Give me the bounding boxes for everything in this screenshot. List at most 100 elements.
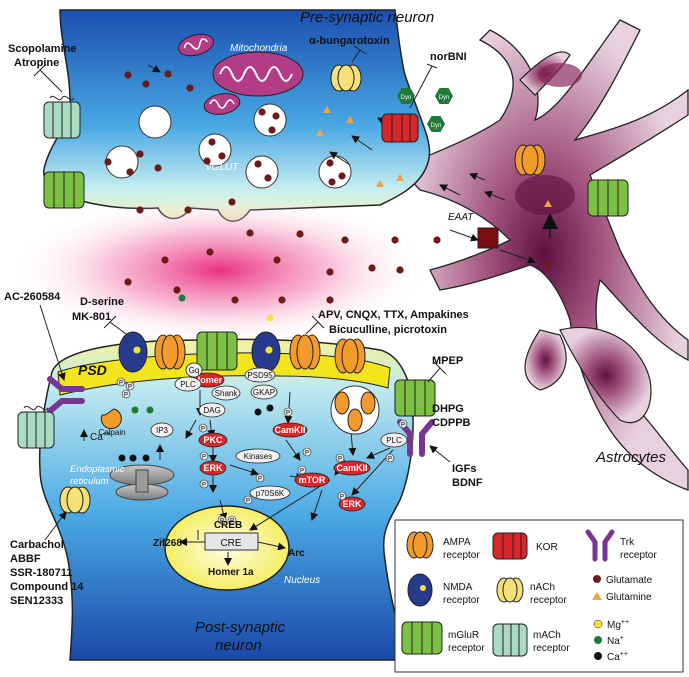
signal-camkii: CamKII (272, 422, 308, 438)
legend-mglur-label: mGluR (448, 630, 479, 641)
legend-ampa-label: AMPA (443, 537, 471, 548)
svg-text:CamKII: CamKII (336, 463, 367, 473)
legend-mglur-icon (401, 621, 443, 655)
glutamine-triangle (346, 116, 354, 123)
legend-nmda-label-2: receptor (443, 595, 480, 606)
glutamate-dot (391, 236, 399, 244)
mglur-receptor-right (394, 379, 436, 417)
nmda-receptor-left (118, 331, 148, 373)
glutamate-dot (161, 256, 169, 264)
mach-receptor-pre (43, 95, 81, 139)
ion-dot (266, 314, 274, 322)
phosphate-tag: P (385, 453, 395, 463)
ion-dot (142, 454, 150, 462)
legend-nmda-label: NMDA (443, 582, 473, 593)
eaat-transporter (477, 227, 499, 249)
dyn-label: Dyn (431, 123, 442, 129)
signal-erk: ERK (199, 460, 227, 476)
glutamate-dot (154, 164, 162, 172)
glutamate-dot (326, 268, 334, 276)
svg-text:DAG: DAG (203, 406, 220, 415)
svg-text:PLC: PLC (180, 380, 196, 389)
eaat-label: EAAT (448, 212, 474, 223)
ion-dot (178, 294, 186, 302)
dyn-peptide: Dyn (427, 116, 445, 132)
phosphate-tag: P (125, 381, 135, 391)
phosphate-tag: P (283, 407, 293, 417)
ampa-endosome (330, 385, 380, 435)
drug-ssr180711: SSR-180711 (10, 567, 72, 579)
glutamate-dot (142, 80, 150, 88)
ion-dot (129, 454, 137, 462)
legend-glutamate-dot (593, 575, 601, 583)
glutamate-dot (136, 206, 144, 214)
glutamate-dot (396, 266, 404, 274)
ion-dot (146, 406, 154, 414)
ampa-receptor-post-2 (289, 334, 321, 370)
svg-text:P: P (119, 381, 123, 387)
astrocyte-cell (398, 19, 689, 491)
cre-element (204, 532, 259, 551)
legend-trk-label-2: receptor (620, 550, 657, 561)
phosphate-tag: P (243, 495, 253, 505)
drug-dhpg: DHPG (432, 403, 464, 415)
er-label-2: reticulum (70, 476, 109, 487)
legend-kor-label: KOR (536, 542, 558, 553)
nucleus-label: Nucleus (284, 575, 320, 586)
svg-text:p70S6K: p70S6K (256, 489, 285, 498)
svg-text:IP3: IP3 (156, 426, 169, 435)
endoplasmic-reticulum (109, 464, 175, 501)
glutamate-dot (164, 70, 172, 78)
legend-mach-label-2: receptor (533, 643, 570, 654)
mach-receptor-post (17, 405, 55, 449)
legend-na-dot (594, 636, 602, 644)
psd-label: PSD (78, 362, 107, 378)
signal-gq: Gq (185, 362, 203, 378)
homer1a-label: Homer 1a (208, 567, 254, 578)
legend-mach-icon (492, 623, 528, 657)
ca-label-post: Ca++ (90, 431, 111, 443)
signal-plc2: PLC (380, 432, 408, 448)
legend-ca-dot (594, 652, 602, 660)
svg-text:ERK: ERK (342, 499, 362, 509)
drug-effect-lines (33, 45, 451, 541)
mglur-receptor-astro (587, 179, 629, 217)
legend-ampa-icon (406, 531, 434, 559)
glutamate-dot (341, 236, 349, 244)
glutamate-dot (136, 150, 144, 158)
svg-text:P: P (305, 451, 309, 457)
svg-text:P: P (246, 499, 250, 505)
glutamate-particles (104, 70, 552, 462)
signal-p70s6k: p70S6K (249, 485, 291, 501)
signal-gkap: GKAP (250, 384, 278, 400)
svg-text:Homer: Homer (194, 375, 223, 385)
phosphate-tag: P (255, 473, 265, 483)
signal-shank: Shank (211, 385, 241, 401)
signal-psd95: PSD95 (244, 367, 276, 383)
mitochondria-label: Mitochondria (230, 43, 288, 54)
signal-pkc: PKC (198, 432, 228, 448)
svg-text:P: P (124, 393, 128, 399)
phosphate-tag: P (302, 447, 312, 457)
drug-bdnf: BDNF (452, 477, 483, 489)
glutamate-dot (203, 157, 211, 165)
signal-camkii2: CamKII (333, 460, 371, 476)
glutamate-dot (208, 138, 216, 146)
glutamate-dot (326, 159, 334, 167)
svg-text:PLC: PLC (386, 436, 402, 445)
nmda-receptor-right (251, 331, 281, 373)
glutamate-dot (124, 71, 132, 79)
drug-bungarotoxin: α-bungarotoxin (309, 35, 390, 47)
arc-label: Arc (288, 548, 305, 559)
legend-glutamate-label: Glutamate (606, 575, 653, 586)
phosphate-tag: P (337, 491, 347, 501)
svg-text:P: P (202, 455, 206, 461)
drug-bicuculline: Bicuculline, picrotoxin (329, 324, 447, 336)
glutamate-dot (273, 256, 281, 264)
drug-mpep: MPEP (432, 355, 463, 367)
glutamate-dot (433, 236, 441, 244)
legend-box: AMPA receptor KOR Trk receptor NMDA rece… (394, 519, 684, 673)
svg-text:P: P (338, 457, 342, 463)
glutamate-dot (338, 172, 346, 180)
drug-apv: APV, CNQX, TTX, Ampakines (318, 309, 469, 321)
